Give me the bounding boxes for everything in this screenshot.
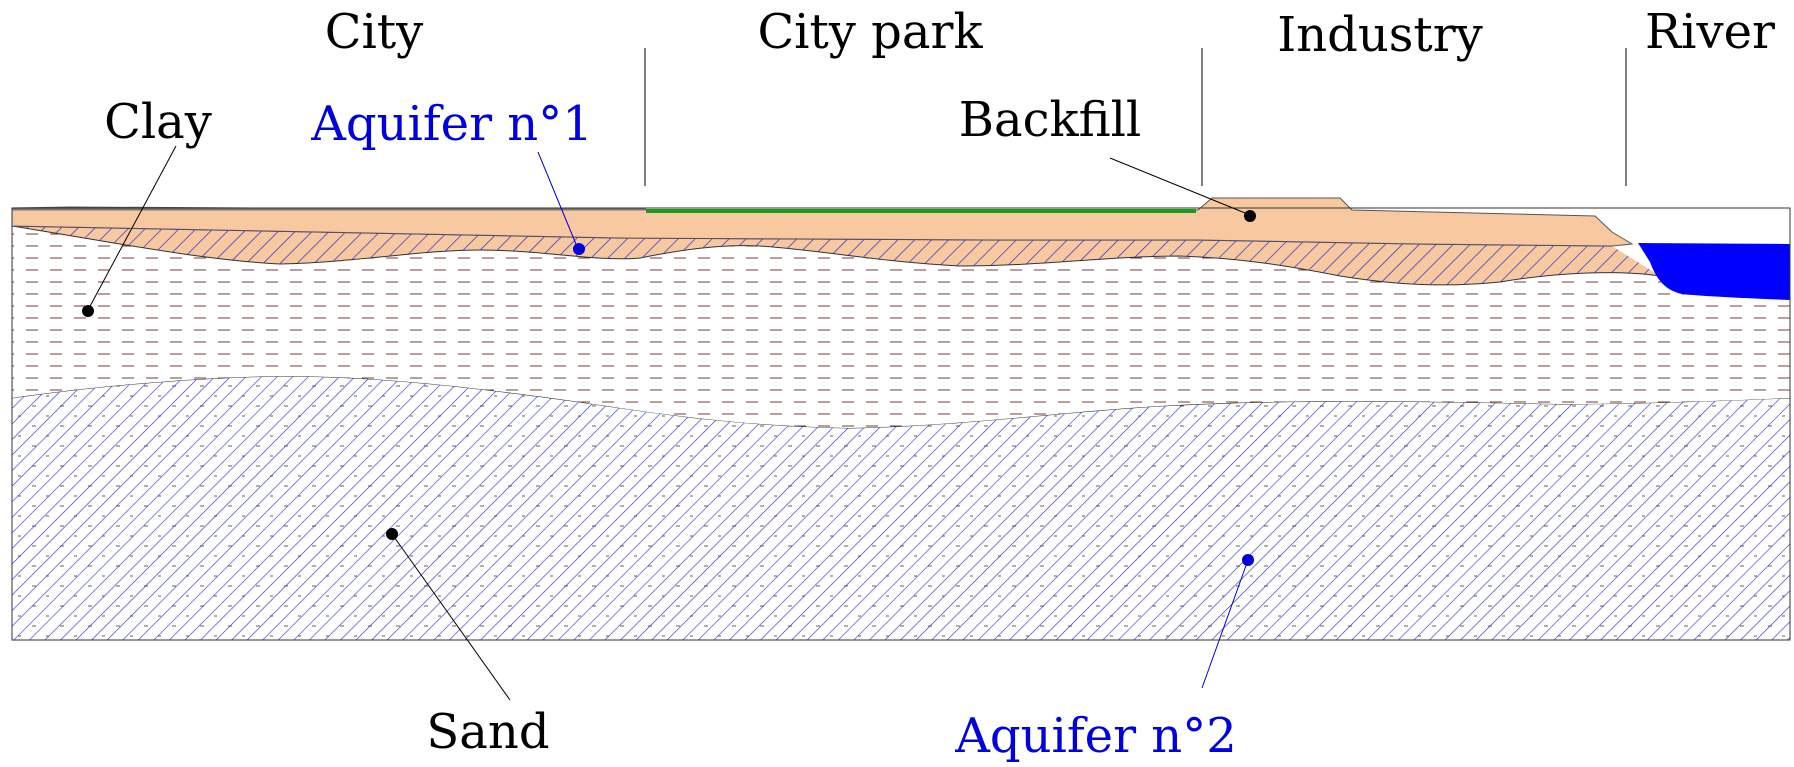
backfill-marker: [1244, 210, 1256, 222]
aquifer1-leader-line: [537, 151, 579, 250]
sand-marker: [386, 528, 398, 540]
clay-marker: [82, 305, 94, 317]
aquifer1-marker: [573, 243, 585, 255]
aquifer2-marker: [1242, 554, 1254, 566]
zone-label-river: River: [1645, 4, 1775, 60]
river-water: [1638, 243, 1790, 300]
sand-layer: [11, 375, 1791, 640]
layer-label-sand: Sand: [426, 704, 549, 760]
zone-label-industry: Industry: [1277, 7, 1483, 63]
aquifer2-leader-line: [1201, 559, 1249, 689]
clay-layer: [12, 226, 1790, 428]
sand-leader-line: [391, 533, 511, 701]
clay-leader-line: [87, 145, 177, 311]
section-frame: [11, 207, 1791, 641]
backfill-leader-line: [1109, 157, 1251, 216]
layer-label-backfill: Backfill: [959, 92, 1142, 148]
zone-label-city: City: [325, 4, 423, 60]
zone-label-city-park: City park: [757, 4, 983, 60]
layer-label-clay: Clay: [104, 94, 212, 150]
layer-label-aquifer1: Aquifer n°1: [310, 96, 592, 152]
layer-label-aquifer2: Aquifer n°2: [954, 708, 1236, 764]
